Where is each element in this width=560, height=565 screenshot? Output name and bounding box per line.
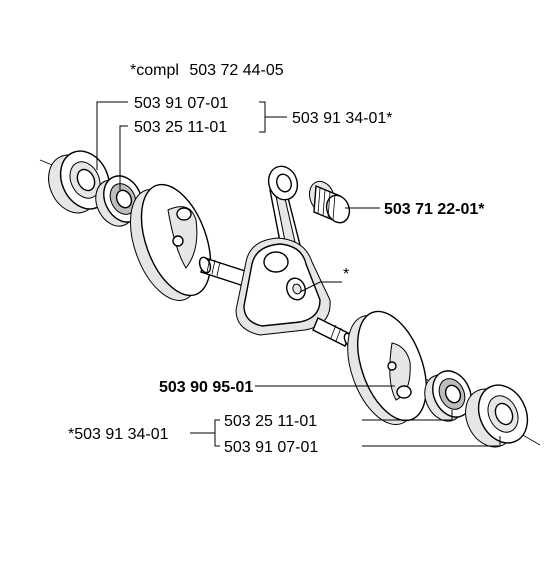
crankshaft-left-stub — [198, 256, 249, 287]
label-top-outer-bearing: 503 91 07-01 — [134, 95, 228, 112]
label-crankshaft: 503 90 95-01 — [159, 379, 253, 396]
top-leader-lines — [96, 101, 287, 190]
label-bottom-bearing-kit: *503 91 34-01 — [68, 426, 169, 443]
crank-star-leader — [299, 281, 342, 293]
compl-prefix: *compl — [130, 62, 179, 79]
left-crank-flywheel — [130, 183, 212, 301]
label-crank-star: * — [343, 266, 349, 283]
compl-line: *compl 503 72 44-05 — [130, 62, 284, 79]
bottom-outer-bearing — [465, 384, 529, 448]
right-crank-flywheel — [347, 310, 427, 426]
bottom-inner-bearing — [424, 370, 472, 422]
label-bottom-inner-bearing: 503 25 11-01 — [224, 413, 317, 430]
label-top-inner-bearing: 503 25 11-01 — [134, 119, 227, 136]
connecting-rod — [267, 165, 301, 253]
crank-web — [235, 237, 331, 336]
needle-bearing — [308, 180, 351, 224]
top-inner-bearing — [95, 175, 143, 227]
label-needle-bearing: 503 71 22-01* — [384, 201, 485, 218]
label-top-bearing-kit: 503 91 34-01* — [292, 110, 393, 127]
bottom-leader-lines — [190, 410, 501, 447]
compl-number: 503 72 44-05 — [189, 62, 283, 79]
label-bottom-outer-bearing: 503 91 07-01 — [224, 439, 318, 456]
